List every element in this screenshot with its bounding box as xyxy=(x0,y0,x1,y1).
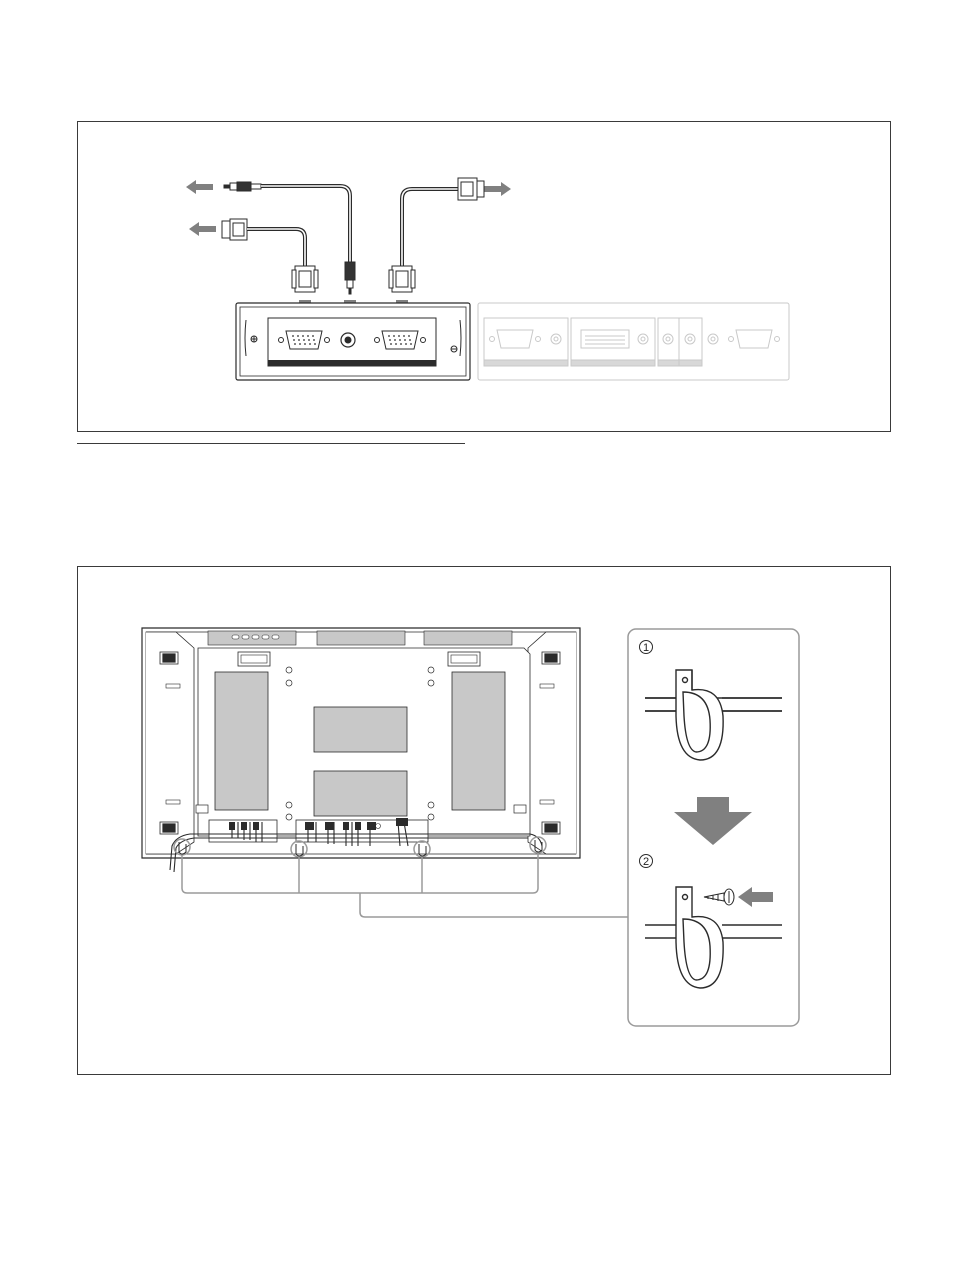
audio-jack-icon xyxy=(341,333,355,347)
option-board-panel xyxy=(236,303,470,380)
step-2-marker: 2 xyxy=(640,855,653,869)
step-1-marker: 1 xyxy=(640,641,653,655)
vga-plug-left-icon xyxy=(222,219,247,240)
other-terminals-panel-faded xyxy=(478,303,789,380)
vga-plug-bottom-left-icon xyxy=(292,266,318,292)
input-vga-cable xyxy=(247,229,305,268)
output-vga-cable xyxy=(402,189,458,268)
audio-out-arrow xyxy=(186,180,213,194)
audio-plug-bottom-icon xyxy=(345,262,355,294)
bottom-cable-clamp-diagram: 1 2 xyxy=(142,628,799,1026)
vga-plug-right-icon xyxy=(458,178,484,200)
step-1-label: 1 xyxy=(643,642,649,654)
callout-lines xyxy=(182,853,628,917)
vga-in-arrow xyxy=(484,182,511,196)
top-connection-diagram xyxy=(186,178,789,380)
step-2-label: 2 xyxy=(643,856,649,868)
vga-plug-bottom-right-icon xyxy=(389,266,415,292)
audio-plug-icon xyxy=(224,182,261,191)
vga-out-arrow xyxy=(189,222,216,236)
